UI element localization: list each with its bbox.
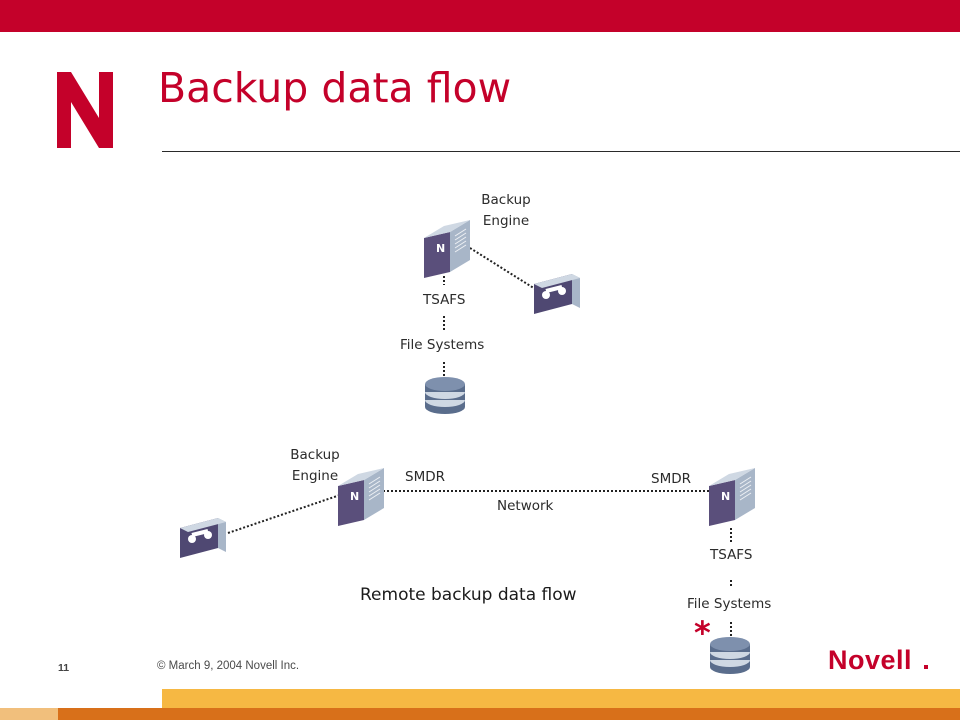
network-label: Network [497, 498, 554, 514]
novell-n-logo [57, 72, 113, 148]
smdr-right-label: SMDR [651, 471, 691, 487]
remote-engine-label: Backup Engine [290, 447, 340, 484]
remote-engine-server-badge: N [350, 490, 359, 503]
footer-orange-strip [162, 689, 960, 708]
local-connectors [443, 247, 541, 378]
wordmark-dot [924, 665, 928, 669]
copyright-notice: © March 9, 2004 Novell Inc. [157, 660, 300, 672]
remote-disk-stack-icon [710, 637, 750, 674]
local-tape-drive-icon [532, 272, 582, 316]
remote-target-server-badge: N [721, 490, 730, 503]
asterisk-marker: * [694, 614, 711, 652]
novell-wordmark: Novell [828, 645, 913, 675]
slide-number: 11 [58, 662, 70, 674]
footer-dark-strip [58, 708, 960, 720]
local-disk-stack-icon [425, 377, 465, 414]
top-brand-bar [0, 0, 960, 32]
remote-fs-label: File Systems [687, 596, 772, 612]
remote-flow-caption: Remote backup data flow [360, 585, 577, 605]
footer-light-strip [0, 708, 58, 720]
local-tsafs-label: TSAFS [423, 292, 466, 308]
remote-tape-drive-icon [178, 516, 228, 560]
smdr-left-label: SMDR [405, 469, 445, 485]
local-fs-label: File Systems [400, 337, 485, 353]
slide-title: Backup data flow [158, 64, 512, 112]
title-divider [162, 151, 960, 152]
remote-tsafs-label: TSAFS [710, 547, 753, 563]
remote-connectors [227, 490, 732, 637]
local-server-badge: N [436, 242, 445, 255]
local-engine-label: Backup Engine [481, 192, 531, 229]
remote-target-server-icon [708, 467, 756, 527]
local-server-icon [423, 219, 471, 279]
